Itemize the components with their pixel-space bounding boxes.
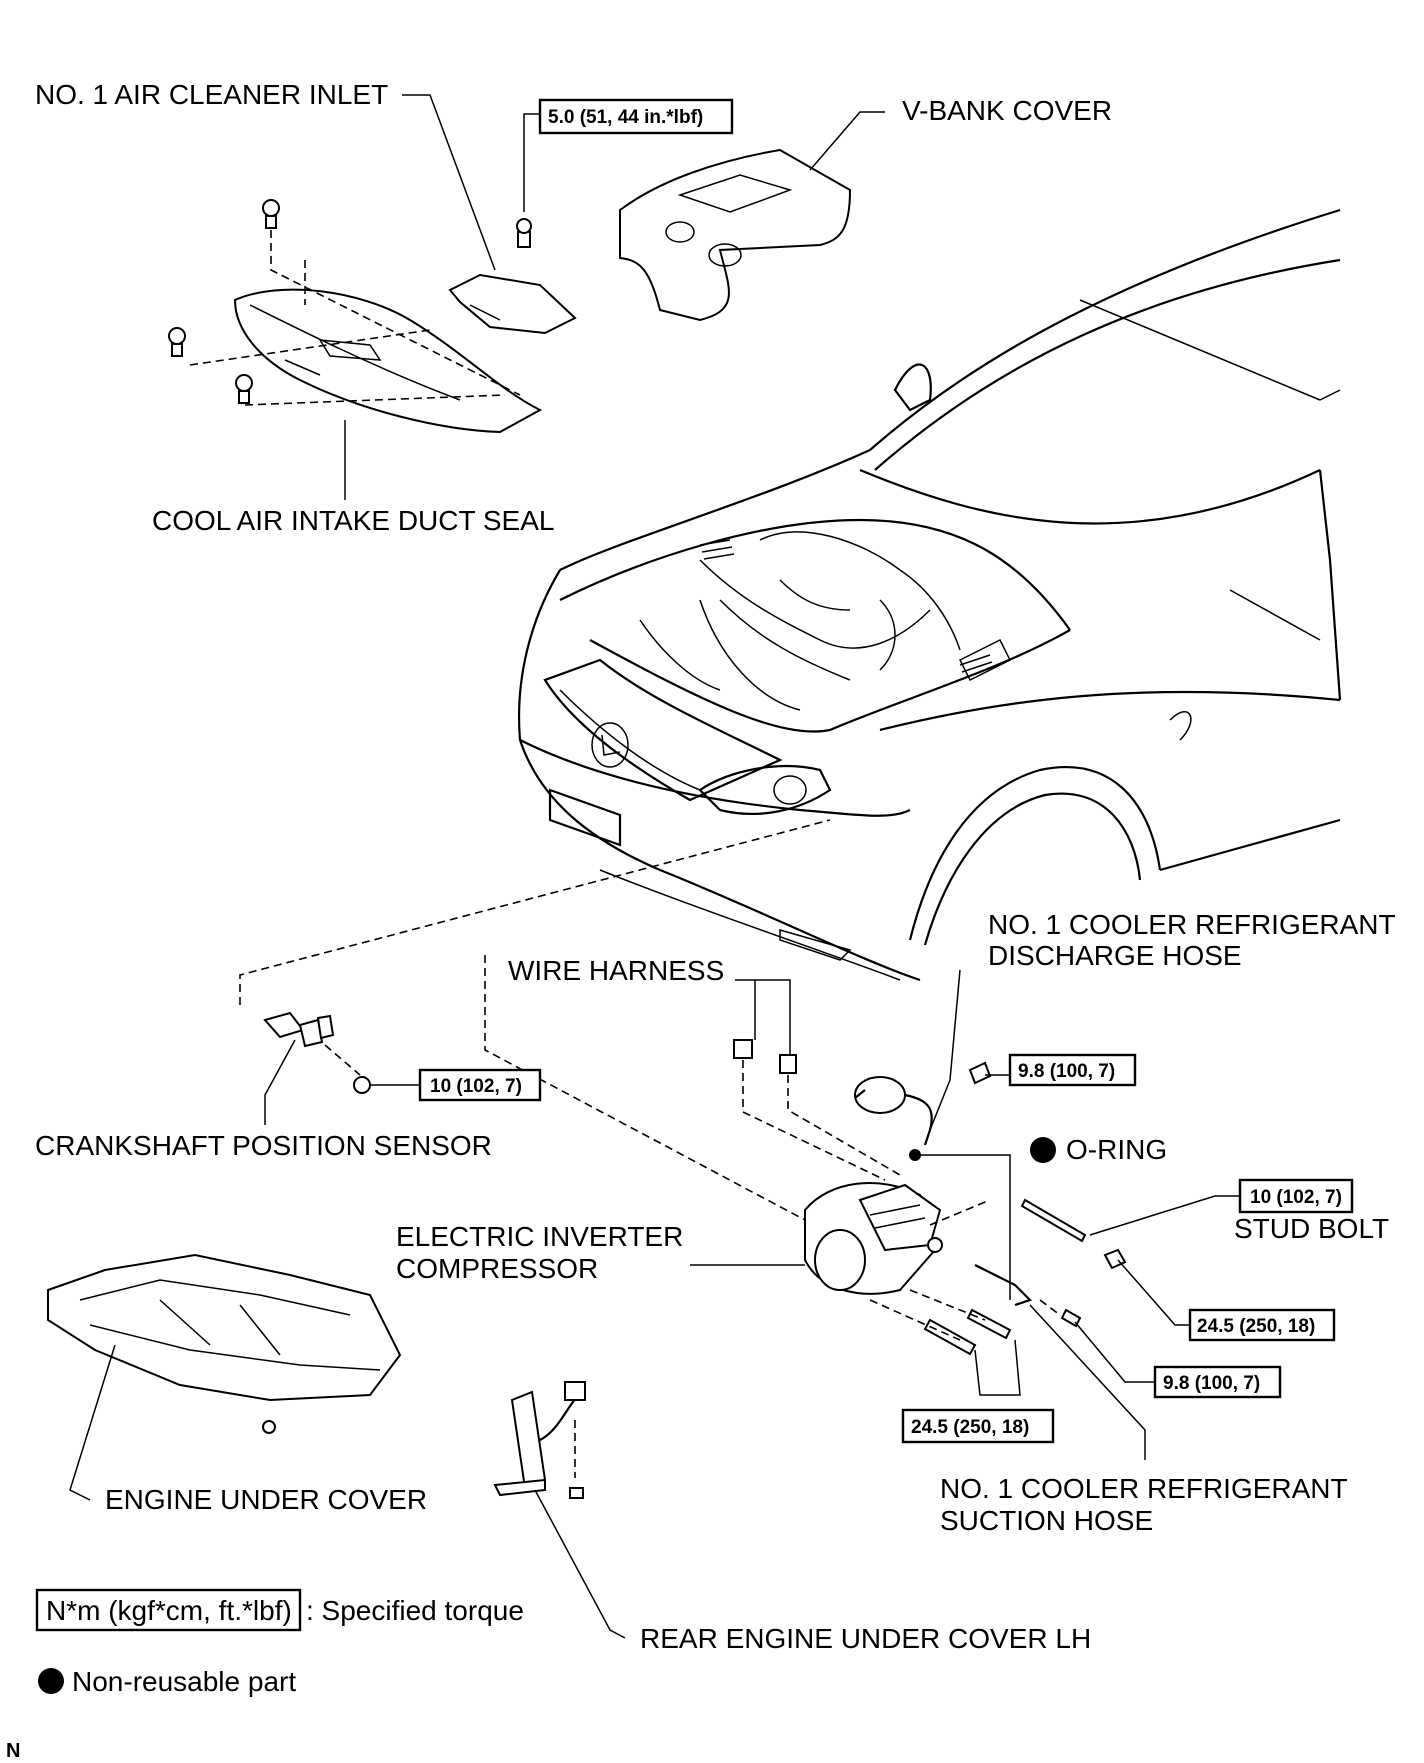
- discharge-hose: [854, 1061, 992, 1161]
- part-labels: NO. 1 AIR CLEANER INLET V-BANK COVER COO…: [6, 79, 1396, 1762]
- label-v-bank-cover: V-BANK COVER: [902, 95, 1112, 126]
- label-air-cleaner-inlet: NO. 1 AIR CLEANER INLET: [35, 79, 388, 110]
- wire-harness-connectors: [733, 1039, 901, 1181]
- rear-engine-under-cover-lh: [493, 1381, 586, 1499]
- label-compressor-line2: COMPRESSOR: [396, 1253, 598, 1284]
- label-o-ring: O-RING: [1066, 1134, 1167, 1165]
- torque-suction: 9.8 (100, 7): [1163, 1373, 1260, 1394]
- label-rear-engine-under-cover-lh: REAR ENGINE UNDER COVER LH: [640, 1623, 1091, 1654]
- electric-inverter-compressor: [484, 955, 991, 1295]
- torque-bolts: 24.5 (250, 18): [911, 1417, 1029, 1438]
- legend-torque-desc: : Specified torque: [306, 1595, 524, 1626]
- torque-stud-bolt: 10 (102, 7): [1250, 1187, 1342, 1208]
- o-ring-bullet: [1030, 1137, 1056, 1163]
- torque-specs: 5.0 (51, 44 in.*lbf) 10 (102, 7) 9.8 (10…: [418, 98, 1354, 1444]
- label-discharge-hose-line2: DISCHARGE HOSE: [988, 940, 1242, 971]
- legend-torque-unit: N*m (kgf*cm, ft.*lbf): [46, 1595, 292, 1626]
- torque-sensor: 10 (102, 7): [430, 1076, 522, 1097]
- label-engine-under-cover: ENGINE UNDER COVER: [105, 1484, 427, 1515]
- label-discharge-hose-line1: NO. 1 COOLER REFRIGERANT: [988, 909, 1396, 940]
- label-crankshaft-position-sensor: CRANKSHAFT POSITION SENSOR: [35, 1130, 492, 1161]
- label-cool-air-intake-duct-seal: COOL AIR INTAKE DUCT SEAL: [152, 505, 554, 536]
- torque-inlet: 5.0 (51, 44 in.*lbf): [548, 107, 703, 128]
- air-cleaner-inlet: [448, 218, 577, 335]
- label-compressor-line1: ELECTRIC INVERTER: [396, 1221, 683, 1252]
- label-wire-harness: WIRE HARNESS: [508, 955, 724, 986]
- torque-discharge: 9.8 (100, 7): [1018, 1061, 1115, 1082]
- legend-bullet: [38, 1668, 64, 1694]
- duct-seal-dashed-lines: [189, 230, 521, 406]
- cool-air-intake-duct-seal: [168, 199, 543, 434]
- v-bank-cover: [619, 148, 852, 322]
- engine-under-cover: [47, 1253, 402, 1434]
- label-suction-hose-line2: SUCTION HOSE: [940, 1505, 1153, 1536]
- torque-nut: 24.5 (250, 18): [1197, 1316, 1315, 1337]
- legend: N*m (kgf*cm, ft.*lbf) : Specified torque…: [35, 1588, 524, 1697]
- label-suction-hose-line1: NO. 1 COOLER REFRIGERANT: [940, 1473, 1348, 1504]
- leader-lines: [69, 94, 1240, 1639]
- label-stud-bolt: STUD BOLT: [1234, 1213, 1389, 1244]
- car-illustration: [517, 208, 1342, 982]
- legend-non-reusable: Non-reusable part: [72, 1666, 296, 1697]
- corner-mark: N: [6, 1740, 20, 1762]
